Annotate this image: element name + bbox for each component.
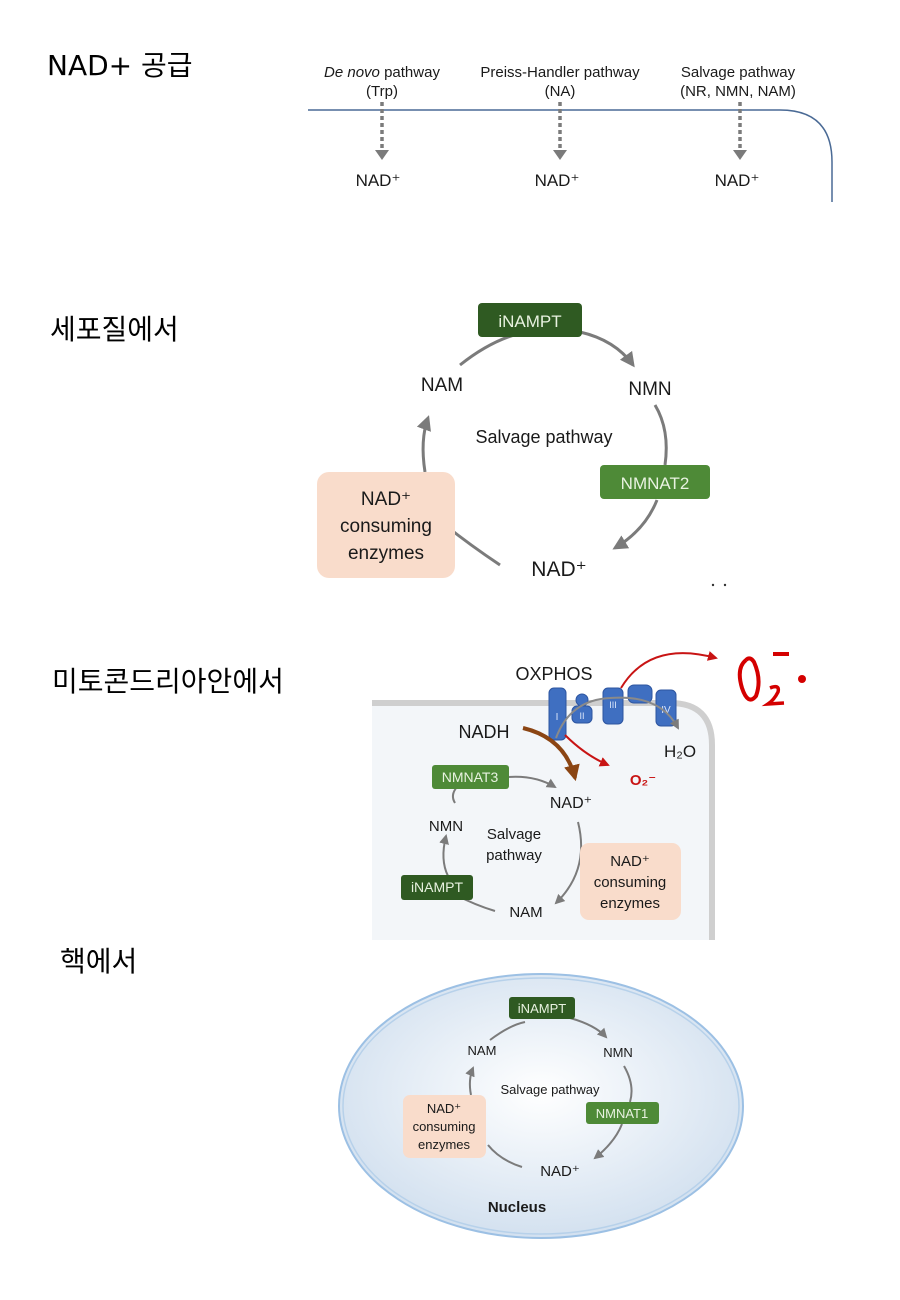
nuclear-envelope-inner — [342, 977, 740, 1235]
enzyme-nmnat1 — [586, 1102, 659, 1124]
subscript-2 — [761, 684, 785, 707]
enzyme-inampt — [401, 875, 473, 900]
consuming-enzymes-box — [580, 843, 681, 920]
heading-nad-supply: NAD+ 공급 — [47, 49, 193, 82]
enzyme-nmnat1-label: NMNAT1 — [596, 1106, 648, 1121]
consuming-enzymes-box — [403, 1095, 486, 1158]
cycle-arrow — [416, 415, 431, 473]
salvage-pathway-label: Salvage pathway — [500, 1082, 600, 1097]
cell-membrane — [308, 109, 833, 202]
enzyme-inampt — [478, 303, 582, 337]
enzyme-inampt — [509, 997, 575, 1019]
node-nad: NAD⁺ — [540, 1163, 580, 1180]
handwritten-superoxide-annotation — [737, 652, 806, 707]
cycle-arrow — [489, 1021, 526, 1041]
node-nad: NAD⁺ — [531, 558, 586, 581]
consuming-line: NAD⁺ — [361, 489, 411, 510]
water-label: H₂O — [664, 742, 696, 761]
consuming-line: enzymes — [600, 895, 660, 912]
pathway-title: Salvage pathway — [681, 64, 796, 81]
enzyme-nmnat3 — [432, 765, 509, 789]
superoxide-label: O₂⁻ — [630, 772, 656, 789]
consuming-line: enzymes — [348, 543, 424, 564]
pathway-title: Preiss-Handler pathway — [480, 64, 640, 81]
node-nmn: NMN — [628, 379, 671, 400]
stray-mark — [723, 583, 727, 587]
complex-iv-label: IV — [661, 705, 671, 716]
salvage-pathway-label: Salvage pathway — [475, 427, 612, 447]
nadh-oxidation-arrow — [522, 726, 580, 782]
node-nmn: NMN — [603, 1045, 633, 1060]
nucleus-label: Nucleus — [488, 1199, 546, 1216]
stray-mark — [711, 583, 715, 587]
pathway-salvage: Salvage pathway (NR, NMN, NAM) NAD⁺ — [680, 64, 796, 190]
product-nad: NAD⁺ — [715, 171, 760, 190]
nadh-label: NADH — [458, 722, 509, 742]
electron-flow-arrow — [555, 696, 679, 739]
cycle-arrow — [465, 1066, 475, 1096]
pathway-de-novo: De novo pathway (Trp) NAD⁺ — [324, 64, 440, 190]
node-nad: NAD⁺ — [550, 795, 592, 812]
product-nad: NAD⁺ — [356, 171, 401, 190]
mitochondria-panel: OXPHOS I II III IV H₂O NADH O₂⁻ — [372, 651, 806, 940]
pathway-source: (NA) — [545, 83, 576, 100]
heading-cytoplasm: 세포질에서 — [50, 313, 179, 346]
pathway-preiss-handler: Preiss-Handler pathway (NA) NAD⁺ — [480, 64, 640, 190]
pathway-title: De novo pathway — [324, 64, 440, 81]
consuming-line: consuming — [594, 874, 667, 891]
cycle-arrow — [593, 1123, 623, 1160]
node-nam: NAM — [421, 375, 463, 396]
cycle-arrow — [623, 1065, 633, 1103]
consuming-line: NAD⁺ — [610, 853, 650, 870]
enzyme-nmnat3-label: NMNAT3 — [442, 769, 499, 785]
enzyme-inampt-label: iNAMPT — [498, 312, 561, 331]
consuming-line: enzymes — [418, 1137, 471, 1152]
enzyme-inampt-label: iNAMPT — [411, 879, 464, 895]
cycle-arrow — [487, 1144, 523, 1168]
node-nam: NAM — [468, 1043, 497, 1058]
salvage-label-line: pathway — [486, 847, 542, 864]
complex-iii-label: III — [609, 700, 617, 710]
arrowhead-icon — [553, 150, 567, 160]
cycle-arrow — [554, 821, 583, 905]
arrowhead-icon — [375, 150, 389, 160]
complex-ii-label: II — [579, 711, 584, 721]
complex-i-label: I — [556, 712, 559, 723]
cytoplasm-panel: iNAMPT NMNAT2 NAM NMN NAD⁺ Salvage pathw… — [317, 303, 727, 587]
nuclear-envelope-outer — [338, 973, 744, 1239]
radical-dot — [798, 675, 806, 683]
enzyme-nmnat2 — [600, 465, 710, 499]
enzyme-inampt-label: iNAMPT — [518, 1001, 566, 1016]
pathway-source: (NR, NMN, NAM) — [680, 83, 796, 100]
heading-nucleus: 핵에서 — [60, 945, 138, 978]
nucleus-panel: iNAMPT NMNAT1 NAM NMN NAD⁺ Salvage pathw… — [338, 973, 744, 1239]
enzyme-nmnat2-label: NMNAT2 — [621, 474, 690, 493]
node-nam: NAM — [509, 904, 542, 921]
cycle-arrow — [579, 330, 635, 368]
consuming-enzymes-box — [317, 472, 455, 578]
cycle-arrow — [507, 775, 557, 789]
cycle-arrow — [612, 499, 659, 550]
ros-arrow-complex-iii — [620, 651, 718, 689]
cycle-arrow — [439, 834, 449, 877]
cycle-arrow — [653, 404, 668, 466]
heading-mitochondria: 미토콘드리아안에서 — [52, 665, 284, 698]
consuming-line: consuming — [413, 1119, 476, 1134]
salvage-label-line: Salvage — [487, 826, 541, 843]
supply-panel: De novo pathway (Trp) NAD⁺ Preiss-Handle… — [308, 64, 833, 202]
cycle-arrow — [569, 1017, 608, 1039]
arrowhead-icon — [733, 150, 747, 160]
product-nad: NAD⁺ — [535, 171, 580, 190]
oxphos-label: OXPHOS — [515, 664, 592, 684]
consuming-line: consuming — [340, 516, 432, 537]
consuming-line: NAD⁺ — [427, 1101, 461, 1116]
pathway-source: (Trp) — [366, 83, 398, 100]
node-nmn: NMN — [429, 818, 463, 835]
ros-arrow-complex-i — [564, 734, 610, 767]
